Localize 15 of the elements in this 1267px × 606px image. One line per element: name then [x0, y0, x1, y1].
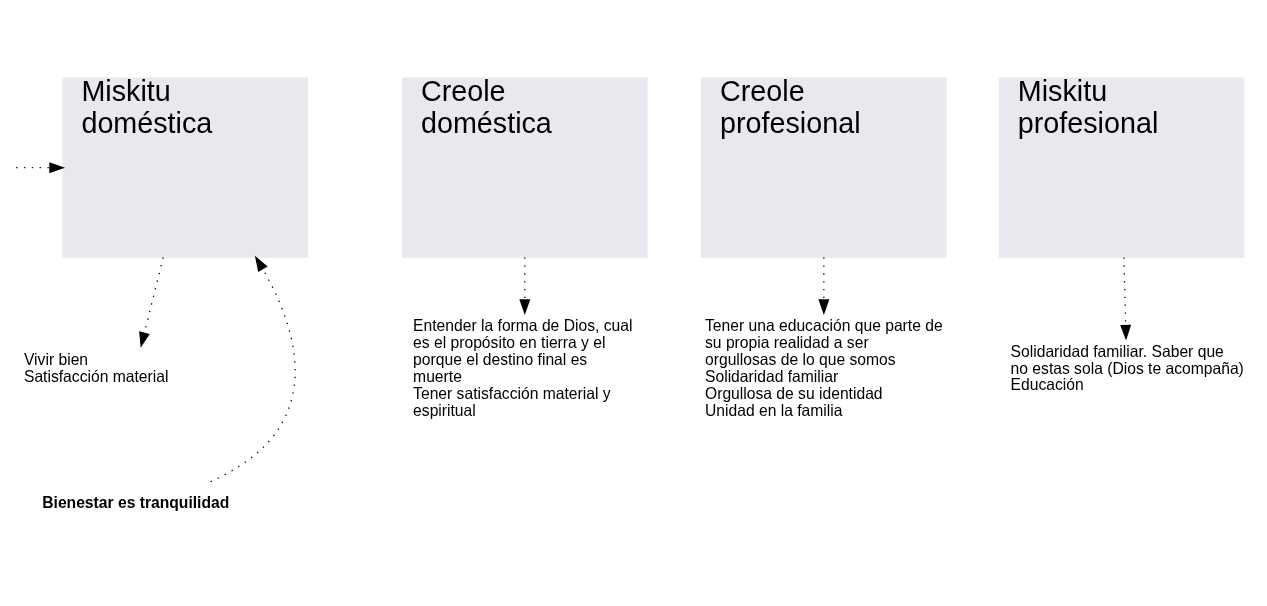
node-box: Miskitu doméstica [62, 77, 308, 258]
node-text: Vivir bien Satisfacción material [23, 350, 169, 385]
node-box: Miskitu profesional [998, 77, 1245, 258]
arrow [1120, 256, 1132, 340]
arrow [209, 255, 296, 482]
arrow [818, 256, 830, 315]
node-text: Tener una educación que parte de su propia realidad a ser orgullosas de lo que somos Solidaridad familiar Orgullosa de su identidad Unidad en la familia [705, 316, 943, 419]
node-text: Solidaridad familiar. Saber que no estas sola (Dios te acompaña) Educación [1010, 342, 1244, 393]
node-text: Bienestar es tranquilidad [42, 493, 230, 511]
node-box: Creole profesional [701, 77, 947, 258]
arrow [15, 161, 65, 173]
node-box: Creole doméstica [402, 77, 648, 258]
arrow [139, 256, 164, 348]
arrow [519, 256, 531, 315]
node-text: Entender la forma de Dios, cual es el propósito en tierra y el porque el destino final es muerte Tener satisfacción material y espiritual [413, 316, 633, 419]
